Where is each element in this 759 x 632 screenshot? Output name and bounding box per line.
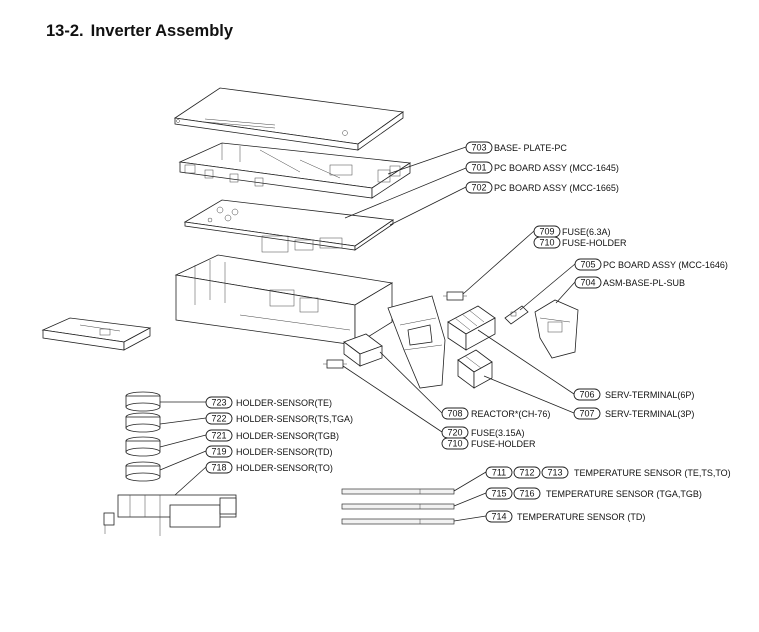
- base-plate-sub: [534, 299, 579, 359]
- sensor-holder-td: [125, 461, 161, 482]
- base-tray: [178, 142, 412, 199]
- part-number: 718: [211, 463, 226, 473]
- part-number: 709: [539, 227, 554, 237]
- leader-lines: [159, 146, 576, 522]
- part-number: 708: [447, 409, 462, 419]
- part-number: 707: [579, 409, 594, 419]
- pc-board-mcc-1646: [504, 305, 529, 325]
- part-number: 702: [471, 183, 486, 193]
- page-title: 13-2. Inverter Assembly: [46, 22, 233, 41]
- part-number: 703: [471, 143, 486, 153]
- fuse-3.15a: [323, 359, 347, 369]
- chassis-block: [174, 254, 394, 346]
- callout-label: HOLDER-SENSOR(TGB): [236, 431, 339, 441]
- callout-label: FUSE(3.15A): [471, 428, 525, 438]
- part-number: 705: [580, 260, 595, 270]
- callout-label: FUSE(6.3A): [562, 227, 611, 237]
- section-number: 13-2.: [46, 22, 84, 40]
- callout-label: SERV-TERMINAL(3P): [605, 409, 694, 419]
- callout-label: ASM-BASE-PL-SUB: [603, 278, 685, 288]
- sensor-holder-te: [125, 391, 161, 412]
- callout-label: PC BOARD ASSY (MCC-1646): [603, 260, 728, 270]
- part-number: 710: [447, 439, 462, 449]
- callout-label: HOLDER-SENSOR(TD): [236, 447, 333, 457]
- part-number: 714: [491, 512, 506, 522]
- callout-label: HOLDER-SENSOR(TS,TGA): [236, 414, 353, 424]
- temp-sensor-bar-2: [341, 503, 455, 510]
- callout-label: HOLDER-SENSOR(TE): [236, 398, 332, 408]
- sensor-holder-ts-tga: [125, 412, 161, 433]
- side-bracket: [41, 317, 152, 351]
- callout-label: PC BOARD ASSY (MCC-1665): [494, 183, 619, 193]
- part-number: 710: [539, 238, 554, 248]
- callout-label: BASE- PLATE-PC: [494, 143, 567, 153]
- part-number: 704: [580, 278, 595, 288]
- part-number: 722: [211, 414, 226, 424]
- reactor-bracket: [387, 295, 446, 389]
- part-number: 721: [211, 431, 226, 441]
- part-number: 706: [579, 390, 594, 400]
- callout-label: PC BOARD ASSY (MCC-1645): [494, 163, 619, 173]
- callout-label: HOLDER-SENSOR(TO): [236, 463, 333, 473]
- callout-label: TEMPERATURE SENSOR (TE,TS,TO): [574, 468, 731, 478]
- temp-sensor-bar-1: [341, 488, 455, 495]
- part-number: 720: [447, 428, 462, 438]
- part-number: 701: [471, 163, 486, 173]
- sensor-bracket-assembly: [103, 494, 237, 536]
- callout-label: SERV-TERMINAL(6P): [605, 390, 694, 400]
- callout-label: TEMPERATURE SENSOR (TD): [517, 512, 645, 522]
- callout-label: FUSE-HOLDER: [471, 439, 536, 449]
- part-number: 711: [492, 468, 506, 478]
- reactor: [343, 333, 383, 367]
- callout-label: REACTOR*(CH-76): [471, 409, 550, 419]
- part-number: 723: [211, 398, 226, 408]
- temp-sensor-bar-3: [341, 518, 455, 525]
- callout-label: FUSE-HOLDER: [562, 238, 627, 248]
- sensor-holder-tgb: [125, 436, 161, 457]
- pc-board: [183, 199, 395, 253]
- part-number: 712: [519, 468, 534, 478]
- part-number: 716: [519, 489, 534, 499]
- part-number: 713: [547, 468, 562, 478]
- callout-label: TEMPERATURE SENSOR (TGA,TGB): [546, 489, 702, 499]
- part-number: 719: [211, 447, 226, 457]
- part-number: 715: [491, 489, 506, 499]
- cover-plate: [173, 87, 405, 151]
- serv-terminal-3p: [457, 349, 493, 389]
- serv-terminal-6p: [447, 305, 496, 351]
- fuse-6.3a: [443, 291, 467, 301]
- section-title: Inverter Assembly: [90, 22, 234, 40]
